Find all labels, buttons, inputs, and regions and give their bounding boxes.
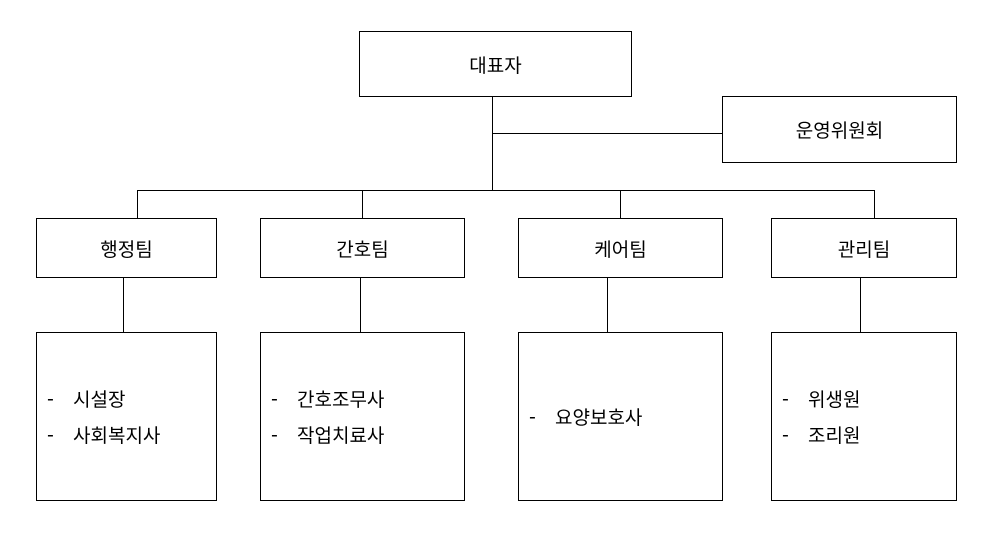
list-bullet: - [782,387,789,410]
list-item: - 사회복지사 [47,417,216,453]
team-label: 케어팀 [594,238,647,261]
staff-role: 작업치료사 [297,425,385,447]
committee-node: 운영위원회 [722,96,957,163]
representative-node: 대표자 [359,31,632,97]
team-node-admin: 행정팀 [36,218,217,278]
representative-label: 대표자 [469,54,522,77]
team-label: 관리팀 [837,238,891,261]
team-node-nursing: 간호팀 [260,218,465,278]
team-label: 행정팀 [100,238,153,261]
list-item: - 요양보호사 [529,399,722,435]
staff-list-management: - 위생원 - 조리원 [771,332,957,501]
staff-list-admin: - 시설장 - 사회복지사 [36,332,217,501]
list-bullet: - [271,387,278,410]
staff-role: 조리원 [808,425,861,447]
list-item: - 시설장 [47,381,216,417]
list-bullet: - [47,387,54,410]
list-item: - 위생원 [782,381,956,417]
list-item: - 간호조무사 [271,381,464,417]
staff-list-care: - 요양보호사 [518,332,723,501]
staff-role: 시설장 [73,389,126,411]
committee-label: 운영위원회 [795,120,884,142]
staff-role: 사회복지사 [73,425,161,447]
team-node-care: 케어팀 [518,218,723,278]
list-bullet: - [271,423,278,446]
list-item: - 조리원 [782,417,956,453]
staff-role: 간호조무사 [297,389,385,411]
team-node-management: 관리팀 [771,218,957,278]
team-label: 간호팀 [336,238,389,261]
list-item: - 작업치료사 [271,417,464,453]
staff-list-nursing: - 간호조무사 - 작업치료사 [260,332,465,501]
staff-role: 위생원 [808,389,861,411]
list-bullet: - [782,423,789,446]
list-bullet: - [529,405,536,428]
list-bullet: - [47,423,54,446]
staff-role: 요양보호사 [555,407,643,429]
